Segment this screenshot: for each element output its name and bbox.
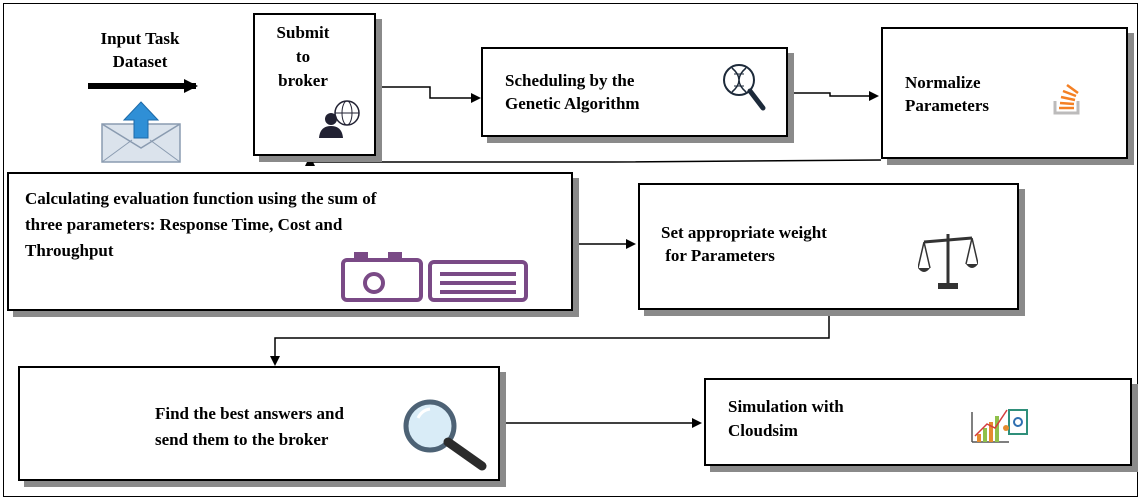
- scheduling-line2: Genetic Algorithm: [505, 94, 640, 113]
- weight-to-best-arrow: [270, 310, 830, 366]
- normalize-line2: Parameters: [905, 96, 990, 115]
- envelope-upload-icon: [101, 101, 181, 163]
- broker-box: [253, 13, 376, 156]
- input-label-line1: Input Task: [100, 29, 180, 48]
- simulation-line1: Simulation with: [728, 397, 844, 416]
- scheduling-to-normalize-arrow: [788, 91, 879, 101]
- scheduling-line1: Scheduling by the: [505, 71, 635, 90]
- evaluation-line1: Calculating evaluation function using th…: [25, 189, 377, 208]
- simulation-chart-icon: [971, 409, 1028, 443]
- simulation-box: [704, 378, 1132, 466]
- normalize-line1: Normalize: [905, 73, 981, 92]
- weight-line2: for Parameters: [661, 246, 775, 265]
- normalize-to-broker-arrow: [305, 156, 882, 166]
- simulation-line2: Cloudsim: [728, 421, 798, 440]
- weight-line1: Set appropriate weight: [661, 223, 827, 242]
- normalize-box: [881, 27, 1128, 159]
- dna-magnifier-icon: [723, 64, 766, 111]
- best-line2: send them to the broker: [155, 430, 329, 449]
- broker-person-globe-icon: [319, 100, 360, 138]
- broker-line1: Submit: [276, 23, 330, 42]
- broker-line3: broker: [278, 71, 328, 90]
- scheduling-box: [481, 47, 788, 137]
- broker-line2: to: [295, 47, 311, 66]
- balance-scale-icon: [918, 234, 978, 289]
- best-line1: Find the best answers and: [155, 404, 344, 423]
- dashboard-panels-icon: [341, 252, 528, 302]
- broker-to-scheduling-arrow: [376, 86, 481, 103]
- outer-frame: [3, 3, 1138, 497]
- magnifying-glass-icon: [403, 399, 487, 471]
- input-label-line2: Dataset: [112, 52, 168, 71]
- evaluation-line2: three parameters: Response Time, Cost an…: [25, 215, 343, 234]
- evaluation-line3: Throughput: [25, 241, 114, 260]
- stack-icon: [1053, 83, 1080, 115]
- evaluation-box: [7, 172, 573, 311]
